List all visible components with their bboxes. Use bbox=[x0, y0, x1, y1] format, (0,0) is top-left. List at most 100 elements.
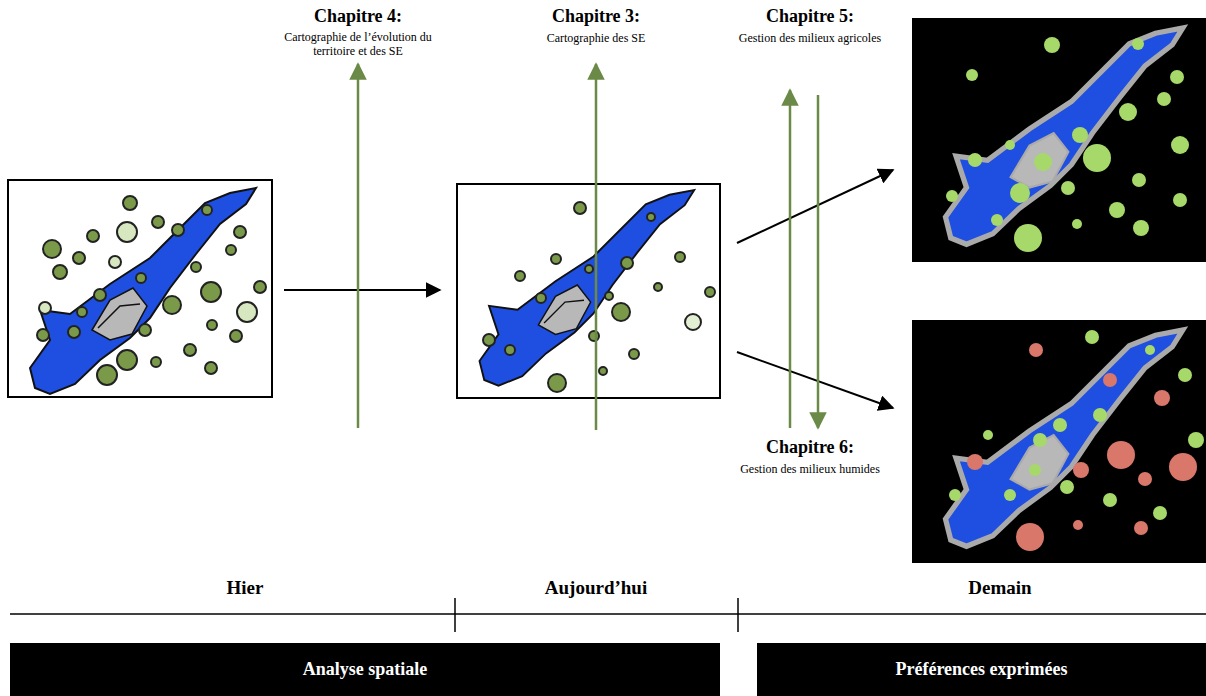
service-dot bbox=[621, 257, 633, 269]
service-dot bbox=[574, 202, 586, 214]
service-dot bbox=[1093, 408, 1107, 422]
service-dot bbox=[505, 345, 515, 355]
service-dot bbox=[1178, 368, 1192, 382]
chapter-title: Chapitre 3: bbox=[496, 6, 696, 28]
period-label: Hier bbox=[165, 577, 325, 600]
service-dot bbox=[1132, 173, 1146, 187]
period-label: Demain bbox=[920, 577, 1080, 600]
service-dot bbox=[151, 357, 161, 367]
service-dot bbox=[1154, 390, 1170, 406]
service-dot bbox=[77, 307, 87, 317]
service-dot bbox=[1169, 453, 1197, 481]
service-dot bbox=[968, 153, 982, 167]
service-dot bbox=[1107, 441, 1135, 469]
chapter-subtitle: Gestion des milieux agricoles bbox=[710, 31, 910, 45]
service-dot bbox=[1029, 464, 1041, 476]
timeline-band: Préférences exprimées bbox=[757, 643, 1206, 696]
service-dot bbox=[73, 252, 85, 264]
service-dot bbox=[109, 256, 121, 268]
service-dot bbox=[983, 430, 993, 440]
service-dot bbox=[705, 287, 715, 297]
service-dot bbox=[1016, 523, 1044, 551]
service-dot bbox=[53, 265, 67, 279]
service-dot bbox=[1073, 520, 1083, 530]
service-dot bbox=[1133, 220, 1149, 236]
service-dot bbox=[1171, 136, 1189, 154]
service-dot bbox=[1044, 37, 1060, 53]
service-dot bbox=[68, 326, 80, 338]
service-dot bbox=[1061, 181, 1075, 195]
service-dot bbox=[548, 374, 566, 392]
service-dot bbox=[483, 334, 495, 346]
service-dot bbox=[654, 283, 662, 291]
service-dot bbox=[1134, 521, 1148, 535]
service-dot bbox=[536, 293, 546, 303]
service-dot bbox=[1157, 92, 1171, 106]
chapter-subtitle: Gestion des milieux humides bbox=[710, 462, 910, 476]
chapter-title: Chapitre 5: bbox=[710, 6, 910, 28]
service-dot bbox=[1005, 140, 1015, 150]
service-dot bbox=[1073, 462, 1089, 478]
service-dot bbox=[87, 230, 99, 242]
service-dot bbox=[1072, 219, 1082, 229]
service-dot bbox=[191, 262, 201, 272]
service-dot bbox=[1173, 193, 1187, 207]
service-dot bbox=[949, 489, 961, 501]
service-dot bbox=[589, 331, 599, 341]
service-dot bbox=[1132, 38, 1144, 50]
service-dot bbox=[1153, 506, 1167, 520]
chapter-title: Chapitre 4: bbox=[258, 6, 458, 28]
service-dot bbox=[1060, 480, 1074, 494]
service-dot bbox=[94, 289, 106, 301]
service-dot bbox=[1083, 144, 1111, 172]
service-dot bbox=[1010, 183, 1030, 203]
band-label: Analyse spatiale bbox=[303, 659, 428, 680]
service-dot bbox=[685, 314, 701, 330]
service-dot bbox=[1072, 127, 1088, 143]
service-dot bbox=[172, 224, 184, 236]
service-dot bbox=[1138, 472, 1152, 486]
timeline-band: Analyse spatiale bbox=[10, 643, 720, 696]
service-dot bbox=[226, 245, 236, 255]
service-dot bbox=[205, 362, 217, 374]
chapter-title: Chapitre 6: bbox=[710, 437, 910, 459]
service-dot bbox=[39, 302, 51, 314]
service-dot bbox=[967, 454, 983, 470]
chapter-subtitle: Cartographie des SE bbox=[496, 31, 696, 45]
band-label: Préférences exprimées bbox=[895, 659, 1067, 680]
service-dot bbox=[139, 324, 151, 336]
service-dot bbox=[123, 196, 137, 210]
service-dot bbox=[605, 292, 613, 300]
service-dot bbox=[1119, 103, 1137, 121]
service-dot bbox=[612, 303, 630, 321]
service-dot bbox=[234, 226, 246, 238]
service-dot bbox=[1053, 418, 1067, 432]
service-dot bbox=[97, 365, 117, 385]
service-dot bbox=[1145, 345, 1155, 355]
service-dot bbox=[599, 367, 607, 375]
service-dot bbox=[585, 265, 593, 273]
service-dot bbox=[1004, 489, 1016, 501]
service-dot bbox=[254, 281, 266, 293]
service-dot bbox=[163, 296, 181, 314]
service-dot bbox=[152, 216, 164, 228]
service-dot bbox=[1103, 493, 1117, 507]
service-dot bbox=[1188, 432, 1204, 448]
service-dot bbox=[43, 240, 61, 258]
service-dot bbox=[117, 350, 137, 370]
service-dot bbox=[237, 302, 257, 322]
service-dot bbox=[675, 252, 685, 262]
service-dot bbox=[37, 329, 49, 341]
service-dot bbox=[966, 69, 978, 81]
service-dot bbox=[201, 282, 221, 302]
service-dot bbox=[629, 349, 639, 359]
service-dot bbox=[1014, 224, 1042, 252]
service-dot bbox=[647, 213, 655, 221]
service-dot bbox=[117, 222, 137, 242]
service-dot bbox=[136, 273, 146, 283]
service-dot bbox=[207, 320, 217, 330]
period-label: Aujourd’hui bbox=[496, 577, 696, 600]
service-dot bbox=[202, 205, 212, 215]
service-dot bbox=[184, 344, 196, 356]
service-dot bbox=[551, 254, 561, 264]
